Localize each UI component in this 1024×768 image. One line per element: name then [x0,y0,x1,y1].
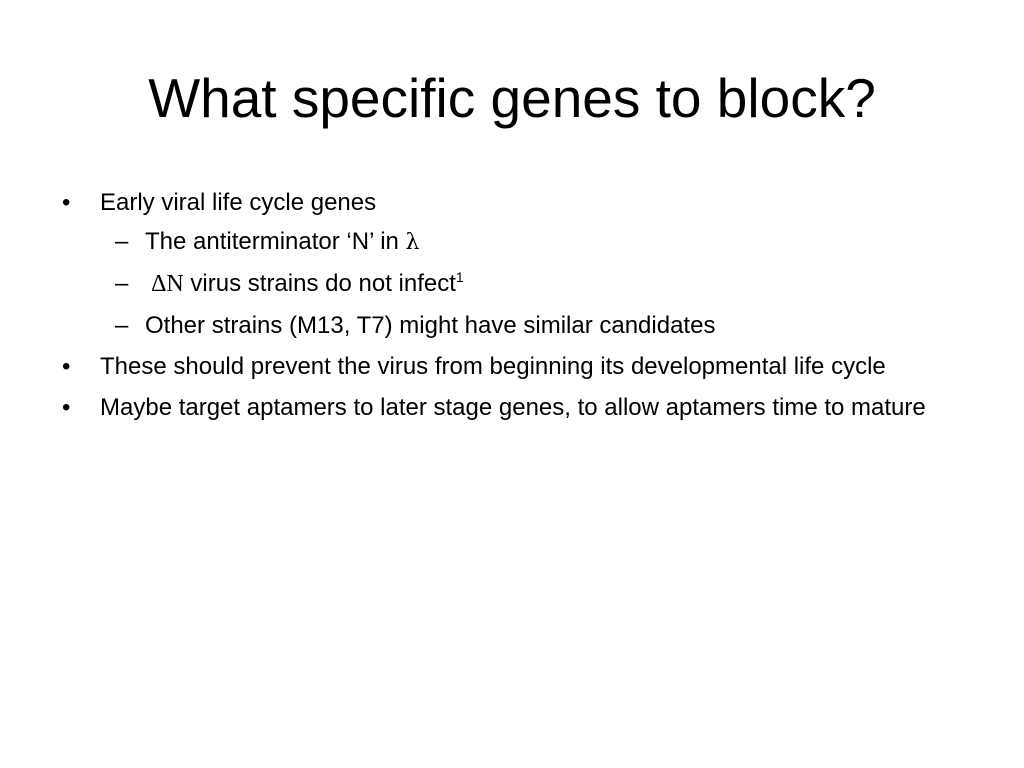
dash-marker: – [115,270,129,297]
sub-bullet-text: Other strains (M13, T7) might have simil… [145,312,716,339]
bullet-item-early-genes: • Early viral life cycle genes – The ant… [0,186,1024,342]
bullet-marker: • [62,189,71,216]
sub-bullet-other-strains: – Other strains (M13, T7) might have sim… [0,309,972,342]
dash-marker: – [115,312,129,339]
bullet-item-target-aptamers: • Maybe target aptamers to later stage g… [0,391,1024,424]
lambda-symbol: λ [405,230,420,255]
sub-bullet-list: – The antiterminator ‘N’ in λ – ΔN virus… [100,225,972,342]
bullet-text: Early viral life cycle genes [100,189,377,216]
bullet-list: • Early viral life cycle genes – The ant… [0,186,1024,432]
footnote-superscript: 1 [455,269,464,285]
bullet-text: These should prevent the virus from begi… [100,353,886,380]
bullet-marker: • [62,353,71,380]
delta-n-symbol: ΔN [151,271,184,297]
bullet-item-prevent-virus: • These should prevent the virus from be… [0,350,1024,383]
sub-bullet-text: virus strains do not infect [183,270,456,297]
sub-bullet-text: The antiterminator ‘N’ in [145,228,406,255]
slide-title: What specific genes to block? [148,67,876,129]
bullet-text: Maybe target aptamers to later stage gen… [100,394,926,421]
sub-bullet-delta-n: – ΔN virus strains do not infect1 [0,267,972,301]
bullet-marker: • [62,394,71,421]
sub-bullet-antiterminator: – The antiterminator ‘N’ in λ [0,225,972,259]
dash-marker: – [115,228,129,255]
